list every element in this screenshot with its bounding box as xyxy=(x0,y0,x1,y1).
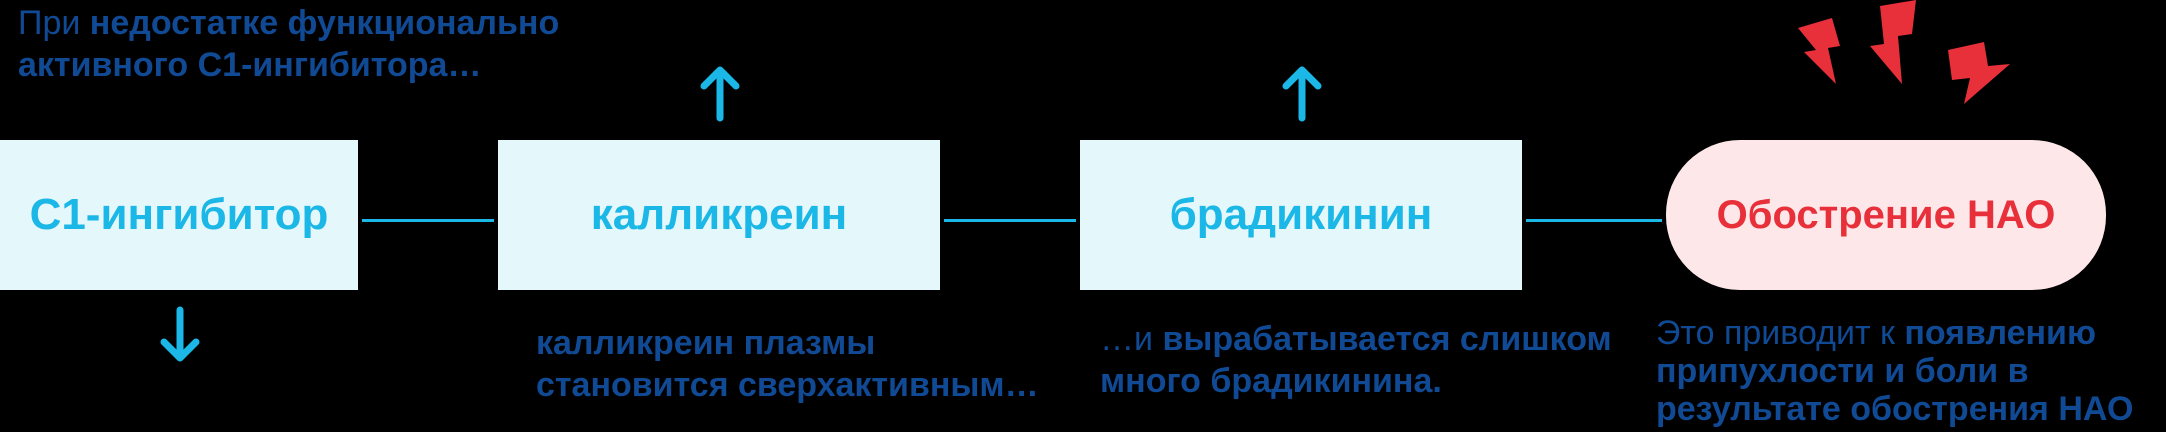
bradykinin-note-prefix: …и xyxy=(1100,320,1163,358)
outcome-note-prefix: Это приводит к xyxy=(1656,314,1905,352)
outcome-label: Обострение НАО xyxy=(1716,192,2056,237)
kallikrein-note-line-1: калликреин плазмы xyxy=(536,324,876,362)
intro-bold-1: недостатке функционально xyxy=(89,4,560,42)
outcome-note-line-2: припухлости и боли в xyxy=(1656,352,2029,390)
kallikrein-note-line-2: становится сверхактивным… xyxy=(536,366,1039,404)
bradykinin-note-line-2: много брадикинина. xyxy=(1100,362,1442,400)
outcome-pill: Обострение НАО xyxy=(1666,140,2106,290)
arrow-up-icon xyxy=(700,66,740,122)
connector-line-1 xyxy=(362,219,494,222)
bradykinin-label: брадикинин xyxy=(1169,190,1433,239)
kallikrein-note: калликреин плазмы становится сверхактивн… xyxy=(536,322,1039,406)
lightning-bolt-icon xyxy=(1798,0,2010,104)
bradykinin-note: …и вырабатывается слишком много брадикин… xyxy=(1100,318,1612,402)
outcome-note: Это приводит к появлению припухлости и б… xyxy=(1656,314,2133,428)
arrow-up-icon xyxy=(1282,66,1322,122)
kallikrein-label: калликреин xyxy=(590,190,848,239)
bradykinin-note-bold: вырабатывается слишком xyxy=(1162,320,1612,358)
intro-prefix: При xyxy=(18,4,90,42)
outcome-note-line-3: результате обострения НАО xyxy=(1656,390,2134,428)
bradykinin-box: брадикинин xyxy=(1080,140,1522,290)
outcome-note-bold-1: появлению xyxy=(1904,314,2096,352)
connector-line-3 xyxy=(1526,219,1662,222)
kallikrein-box: калликреин xyxy=(498,140,940,290)
intro-bold-2: активного С1-ингибитора… xyxy=(18,46,482,84)
c1-inhibitor-label: С1-ингибитор xyxy=(29,190,329,239)
intro-caption: При недостатке функционально активного С… xyxy=(18,2,559,86)
c1-inhibitor-box: С1-ингибитор xyxy=(0,140,358,290)
connector-line-2 xyxy=(944,219,1076,222)
arrow-down-icon xyxy=(160,306,200,362)
